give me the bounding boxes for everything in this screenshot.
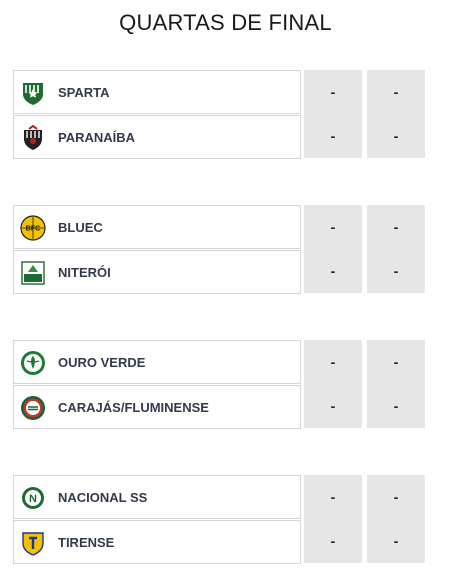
team-row[interactable]: TIRENSE - - [13,519,426,564]
team-name: NITERÓI [58,265,111,280]
team-row[interactable]: SPARTA - - [13,70,426,114]
team-name: SPARTA [58,85,110,100]
team-name: OURO VERDE [58,355,146,370]
score-leg-2: - [367,205,425,249]
score-leg-1: - [304,249,362,293]
paranaiba-crest-icon [24,125,42,150]
score-leg-2: - [367,114,425,158]
score-leg-2: - [367,384,425,428]
matchup-1: SPARTA - - PARANAÍBA - - [13,70,426,159]
team-cell[interactable]: TIRENSE [13,520,301,564]
tirense-crest-icon [22,532,44,556]
team-cell[interactable]: CARAJÁS/FLUMINENSE [13,385,301,429]
team-name: TIRENSE [58,535,115,550]
sparta-crest-icon [23,83,43,105]
matchup-2: BFC BLUEC - - NITERÓI - - [13,205,426,294]
page-title: QUARTAS DE FINAL [119,10,332,35]
team-row[interactable]: CARAJÁS/FLUMINENSE - - [13,384,426,429]
score-leg-1: - [304,519,362,563]
team-cell[interactable]: NITERÓI [13,250,301,294]
team-row[interactable]: PARANAÍBA - - [13,114,426,159]
team-cell[interactable]: PARANAÍBA [13,115,301,159]
score-leg-2: - [367,249,425,293]
team-row[interactable]: N NACIONAL SS - - [13,475,426,519]
crest-text: BFC [26,226,40,233]
score-leg-2: - [367,70,425,114]
team-cell[interactable]: N NACIONAL SS [13,475,301,519]
score-leg-1: - [304,70,362,114]
team-name: CARAJÁS/FLUMINENSE [58,400,209,415]
ouro-verde-crest-icon [21,351,45,375]
score-leg-1: - [304,384,362,428]
matchup-3: OURO VERDE - - CARAJÁS/FLUMINENSE - - [13,340,426,429]
team-row[interactable]: NITERÓI - - [13,249,426,294]
team-cell[interactable]: BFC BLUEC [13,205,301,249]
niteroi-crest-icon [21,261,45,285]
team-name: PARANAÍBA [58,130,136,145]
nacional-ss-crest-icon: N [22,487,44,509]
score-leg-2: - [367,340,425,384]
score-leg-1: - [304,205,362,249]
score-leg-2: - [367,519,425,563]
score-leg-1: - [304,475,362,519]
score-leg-1: - [304,340,362,384]
team-cell[interactable]: SPARTA [13,70,301,114]
team-row[interactable]: BFC BLUEC - - [13,205,426,249]
crest-text: N [29,493,37,505]
bluec-crest-icon: BFC [20,215,46,241]
score-leg-1: - [304,114,362,158]
carajas-fluminense-crest-icon [21,396,45,420]
team-name: BLUEC [58,220,103,235]
team-name: NACIONAL SS [58,490,148,505]
score-leg-2: - [367,475,425,519]
team-cell[interactable]: OURO VERDE [13,340,301,384]
team-row[interactable]: OURO VERDE - - [13,340,426,384]
matchup-4: N NACIONAL SS - - TIRENSE - - [13,475,426,564]
